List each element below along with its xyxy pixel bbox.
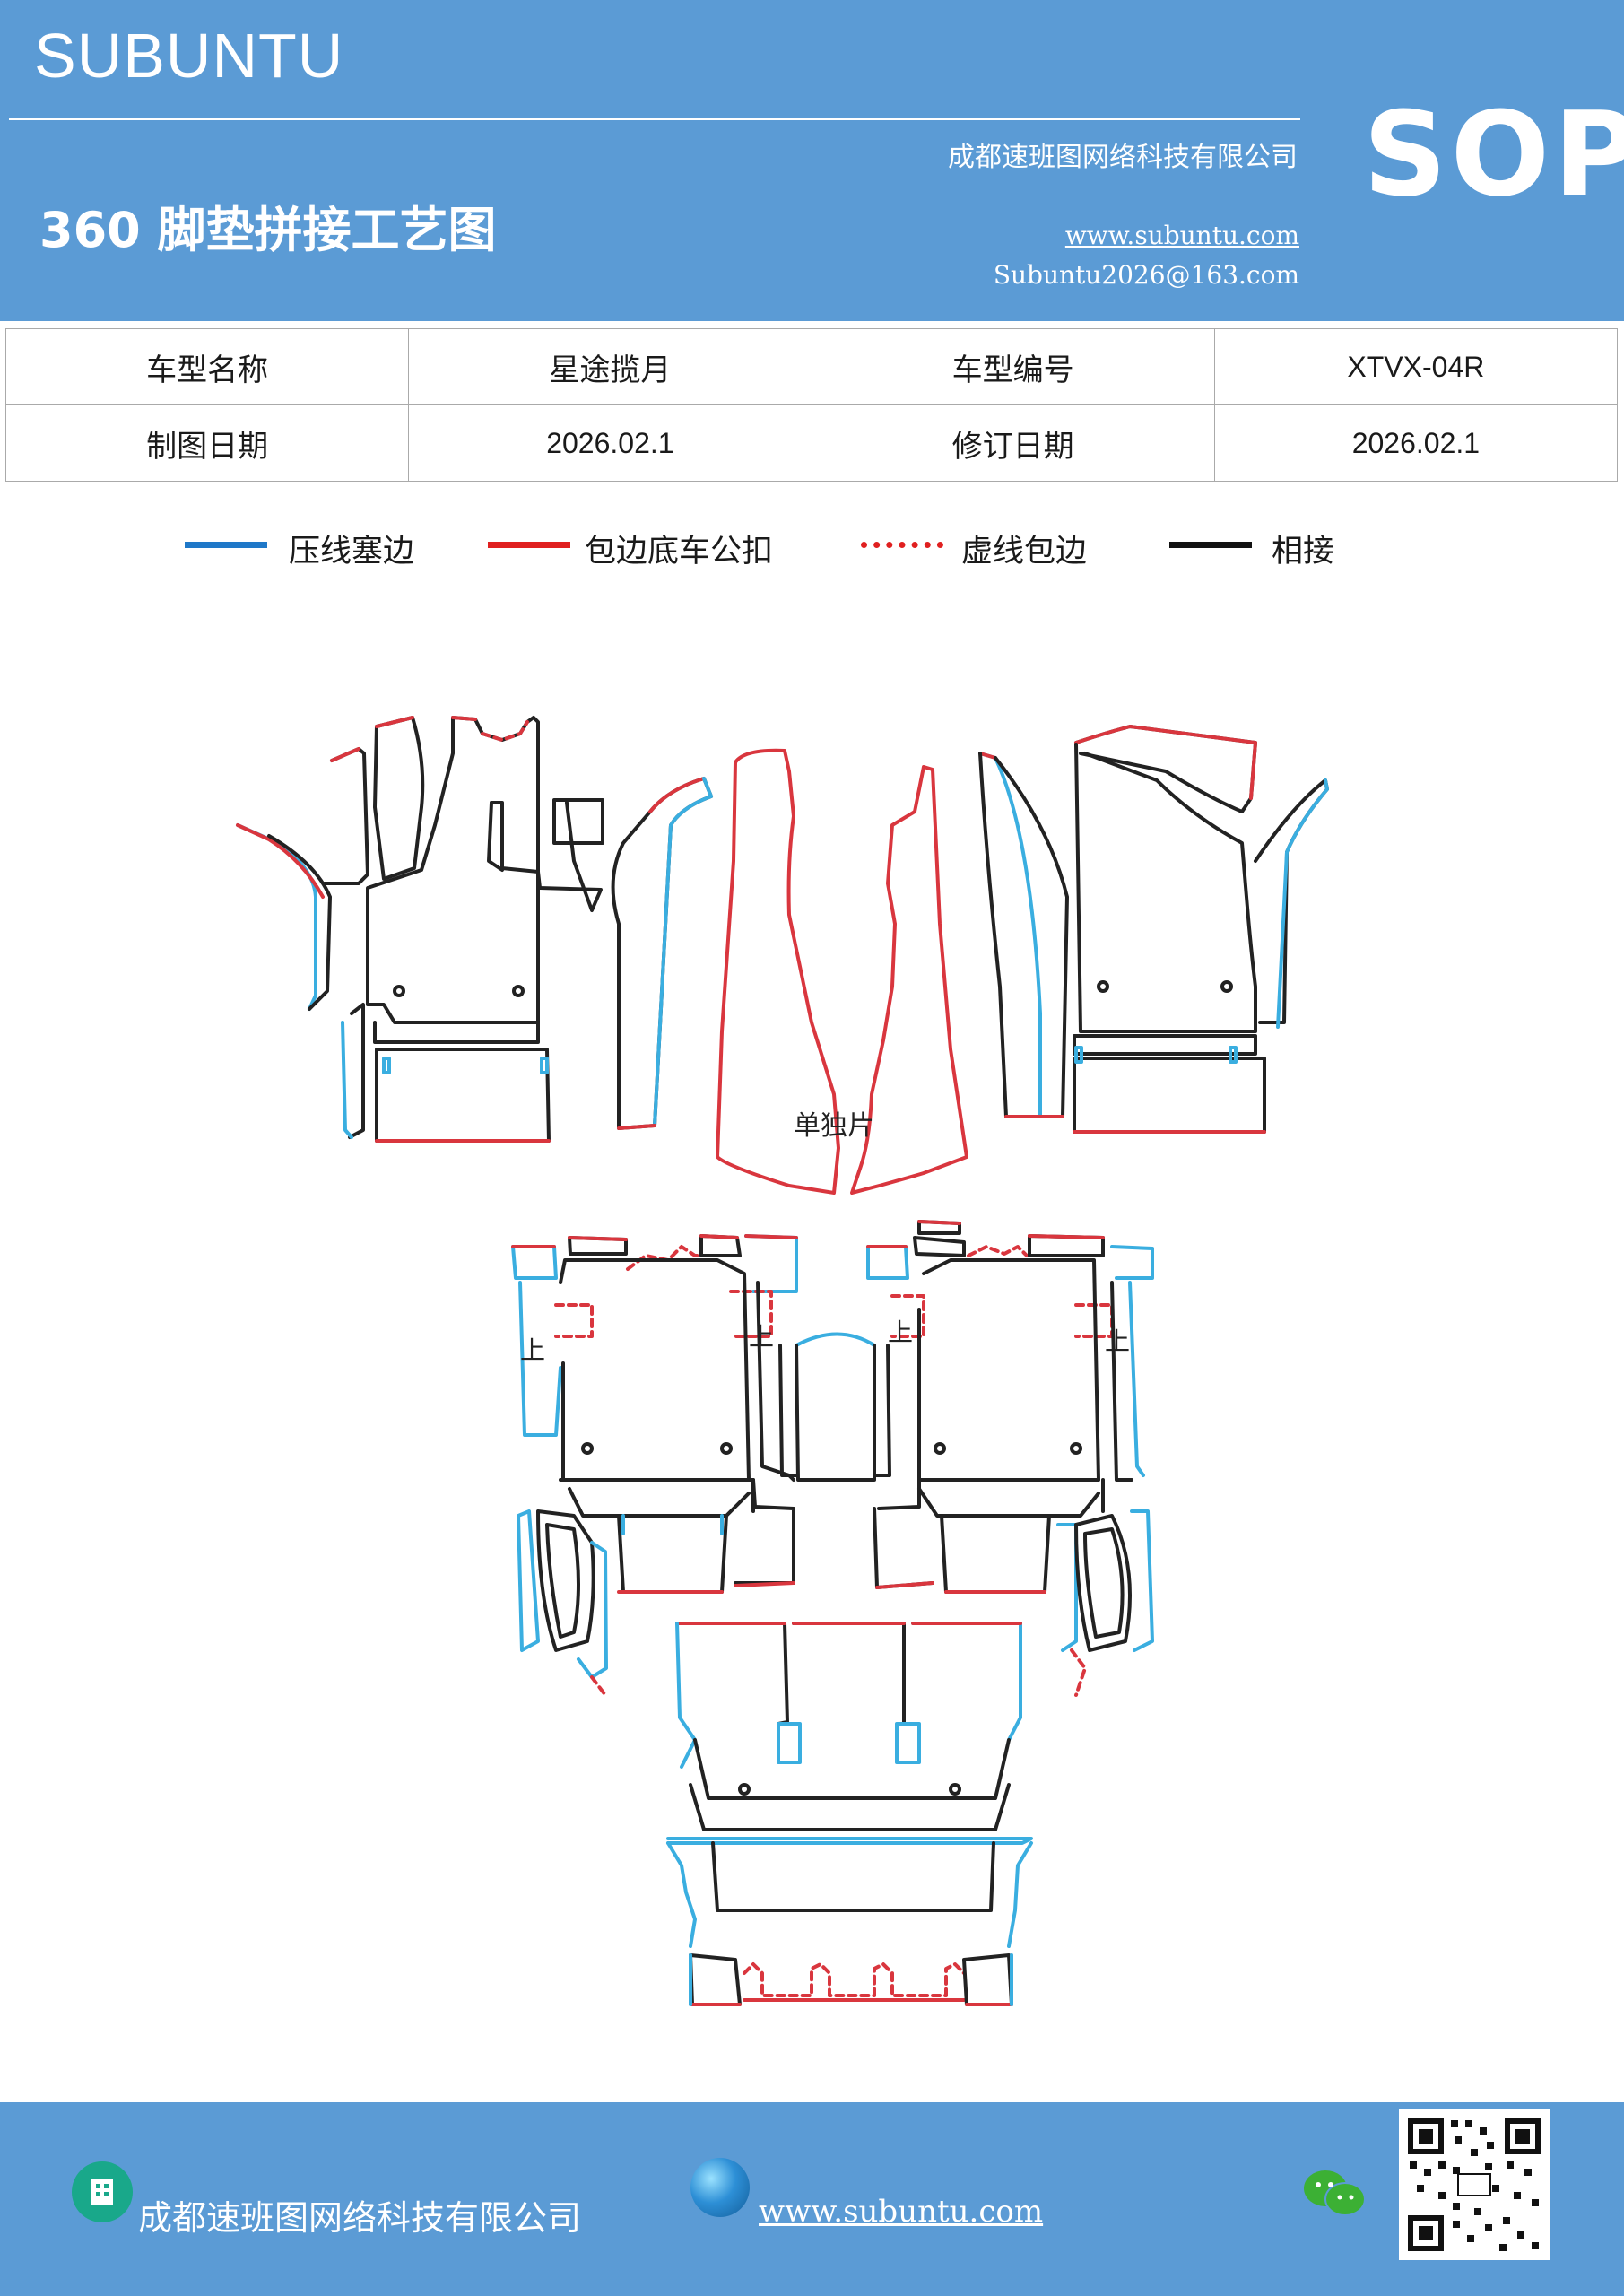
line-legend: 压线塞边 包边底车公扣 虚线包边 相接 <box>0 526 1624 570</box>
legend-label-dotted-wrap: 虚线包边 <box>961 534 1088 570</box>
model-name-label: 车型名称 <box>4 328 410 405</box>
globe-icon <box>690 2158 750 2217</box>
document-title: 360 脚垫拼接工艺图 <box>39 202 497 258</box>
sop-badge: SOP <box>1363 86 1624 222</box>
header-email[interactable]: Subuntu2026@163.com <box>993 260 1299 290</box>
wechat-icon[interactable] <box>1300 2165 1368 2222</box>
legend-swatch-black <box>1169 542 1252 548</box>
table-row: 制图日期 2026.02.1 修订日期 2026.02.1 <box>4 404 1619 482</box>
model-name-value: 星途揽月 <box>408 328 812 405</box>
front-left-mat <box>236 716 713 1143</box>
footer-website-link[interactable]: www.subuntu.com <box>759 2194 1044 2230</box>
front-right-mat <box>978 725 1329 1134</box>
legend-swatch-blue <box>185 542 267 548</box>
legend-label-press-edge: 压线塞边 <box>289 534 415 570</box>
single-piece-label: 单独片 <box>794 1110 874 1142</box>
center-single-pieces: 单独片 <box>716 748 968 1195</box>
up-mark: 上 <box>1105 1326 1130 1356</box>
header-company: 成都速班图网络科技有限公司 <box>948 142 1298 173</box>
up-mark: 上 <box>520 1335 545 1365</box>
table-row: 车型名称 星途揽月 车型编号 XTVX-04R <box>4 328 1619 405</box>
footer-banner: 成都速班图网络科技有限公司 www.subuntu.com <box>0 2102 1624 2296</box>
mat-splicing-diagram: 单独片 <box>0 628 1624 2081</box>
revise-date-label: 修订日期 <box>811 404 1215 482</box>
header-divider <box>9 118 1300 120</box>
model-code-label: 车型编号 <box>811 328 1215 405</box>
info-table: 车型名称 星途揽月 车型编号 XTVX-04R 制图日期 2026.02.1 修… <box>4 328 1619 482</box>
header-website-link[interactable]: www.subuntu.com <box>1064 221 1299 250</box>
brand-name: SUBUNTU <box>34 21 344 91</box>
footer-company: 成都速班图网络科技有限公司 <box>138 2198 582 2238</box>
middle-right-mat: 上 上 <box>866 1220 1154 1697</box>
up-mark: 上 <box>749 1322 774 1352</box>
qr-code[interactable] <box>1399 2109 1550 2260</box>
legend-swatch-red-dotted <box>861 542 943 548</box>
center-tunnel-piece <box>778 1332 891 1482</box>
legend-label-joined: 相接 <box>1272 534 1335 570</box>
trunk-mat <box>666 1622 1033 2006</box>
draw-date-label: 制图日期 <box>4 404 410 482</box>
revise-date-value: 2026.02.1 <box>1213 404 1619 482</box>
header-banner: SUBUNTU 360 脚垫拼接工艺图 成都速班图网络科技有限公司 www.su… <box>0 0 1624 321</box>
building-icon <box>72 2161 133 2222</box>
legend-label-wrap-clip: 包边底车公扣 <box>585 534 774 570</box>
legend-swatch-red <box>488 542 570 548</box>
middle-left-mat: 上 上 <box>511 1234 798 1697</box>
up-mark: 上 <box>888 1318 913 1347</box>
model-code-value: XTVX-04R <box>1213 328 1619 405</box>
draw-date-value: 2026.02.1 <box>408 404 812 482</box>
